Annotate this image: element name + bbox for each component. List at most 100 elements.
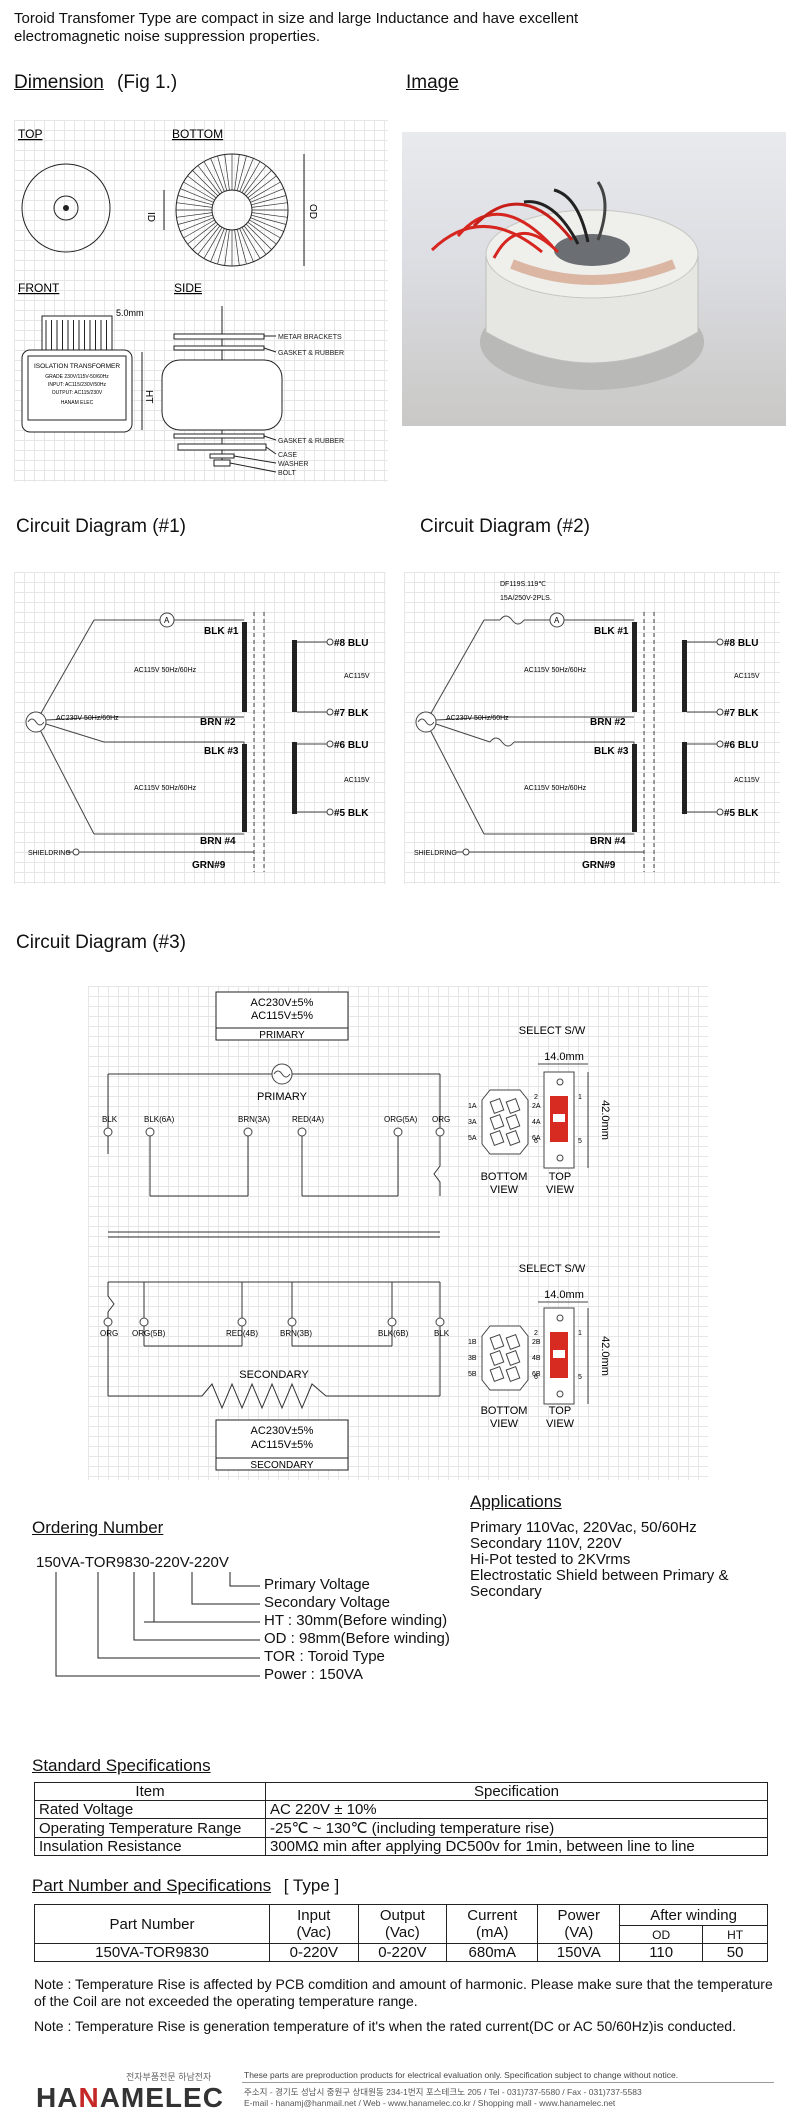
svg-text:BRN(3A): BRN(3A) — [238, 1115, 270, 1124]
image-title: Image — [406, 72, 459, 93]
table-header-row: Item Specification — [34, 1782, 768, 1801]
svg-text:BLK #1: BLK #1 — [594, 626, 629, 637]
winding-line — [192, 223, 219, 250]
winding-line — [236, 155, 247, 191]
table-cell: 0-220V — [269, 1943, 359, 1962]
svg-text:5B: 5B — [468, 1371, 477, 1378]
circuit2-diagram: DF119S.119℃ 15A/250V-2PLS. A AC230V 50Hz… — [404, 572, 780, 884]
winding-line — [250, 188, 284, 203]
label-bottom: BOTTOM — [172, 127, 223, 141]
winding-line — [243, 225, 267, 255]
application-line: Hi-Pot tested to 2KVrms — [470, 1551, 631, 1568]
svg-text:1: 1 — [578, 1330, 582, 1337]
toroid-hole — [554, 234, 630, 266]
svg-text:SHIELDRING: SHIELDRING — [414, 850, 457, 857]
table-cell: 300MΩ min after applying DC500v for 1min… — [265, 1837, 768, 1856]
winding-line — [247, 175, 277, 199]
header-spec: Specification — [265, 1782, 768, 1801]
winding-line — [217, 155, 228, 191]
winding-line — [187, 221, 217, 245]
svg-text:#7 BLK: #7 BLK — [724, 708, 759, 719]
svg-text:A: A — [164, 616, 170, 625]
ordering-item: Power : 150VA — [264, 1666, 363, 1683]
svg-text:BLK(6A): BLK(6A) — [144, 1115, 175, 1124]
svg-text:SELECT S/W: SELECT S/W — [519, 1025, 586, 1037]
svg-text:VIEW: VIEW — [490, 1184, 519, 1196]
circuit3-diagram: AC230V±5% AC115V±5% PRIMARY PRIMARY — [88, 986, 708, 1480]
svg-text:14.0mm: 14.0mm — [544, 1289, 584, 1301]
secondary-spec-box — [215, 1419, 349, 1471]
svg-text:BRN #4: BRN #4 — [200, 836, 236, 847]
table-cell: -25℃ ~ 130℃ (including temperature rise) — [265, 1818, 768, 1838]
svg-text:#6 BLU: #6 BLU — [334, 740, 368, 751]
header-current: Current(mA) — [446, 1904, 539, 1944]
winding-line — [217, 229, 228, 265]
applications-title: Applications — [470, 1492, 562, 1511]
footer-address: 주소지 - 경기도 성남시 중원구 상대원동 234-1번지 포스테크노 205… — [244, 2087, 642, 2097]
partnumber-type: [ Type ] — [283, 1876, 340, 1895]
svg-text:4B: 4B — [532, 1355, 541, 1362]
partnumber-heading: Part Number and Specifications [ Type ] — [32, 1876, 339, 1896]
svg-text:AC115V 50Hz/60Hz: AC115V 50Hz/60Hz — [134, 785, 197, 792]
ordering-item: OD : 98mm(Before winding) — [264, 1630, 450, 1647]
header-power: Power(VA) — [537, 1904, 621, 1944]
winding-line — [203, 161, 223, 193]
svg-text:6A: 6A — [532, 1135, 541, 1142]
winding-line — [210, 228, 225, 262]
svg-text:5A: 5A — [468, 1135, 477, 1142]
transformer-photo — [402, 132, 786, 426]
svg-text:DF119S.119℃: DF119S.119℃ — [500, 581, 546, 588]
circuit1-svg: A AC230V 50Hz/60Hz BLK #1 BRN #2 BLK #3 … — [25, 612, 370, 872]
svg-text:PRIMARY: PRIMARY — [257, 1091, 308, 1103]
applications-section: Applications Primary 110Vac, 220Vac, 50/… — [470, 1492, 790, 1600]
footer-divider — [242, 2082, 774, 2083]
svg-text:BLK #3: BLK #3 — [594, 746, 629, 757]
label-id: ID — [145, 212, 156, 222]
top-view-outer — [21, 163, 111, 253]
table-cell: 0-220V — [357, 1943, 448, 1962]
winding-line — [249, 219, 281, 239]
footer-disclaimer: These parts are preproduction products f… — [244, 2070, 679, 2080]
svg-text:ORG(5B): ORG(5B) — [132, 1329, 166, 1338]
svg-text:4A: 4A — [532, 1119, 541, 1126]
svg-text:PRIMARY: PRIMARY — [259, 1030, 305, 1041]
svg-text:ORG: ORG — [432, 1115, 450, 1124]
winding-line — [241, 227, 261, 259]
svg-text:BLK #3: BLK #3 — [204, 746, 239, 757]
table-cell: Rated Voltage — [34, 1800, 266, 1819]
photo-svg — [430, 181, 704, 390]
winding-line — [243, 165, 267, 195]
svg-text:AC230V±5%: AC230V±5% — [251, 1425, 314, 1437]
winding-line — [234, 229, 240, 266]
svg-text:42.0mm: 42.0mm — [599, 1336, 611, 1376]
svg-text:5: 5 — [578, 1374, 582, 1381]
label-top: TOP — [18, 127, 42, 141]
svg-text:6B: 6B — [532, 1371, 541, 1378]
side-view-labels: METAR BRACKETS GASKET & RUBBER GASKET & … — [229, 334, 344, 477]
ordering-leader-lines — [55, 1572, 260, 1677]
svg-text:#7 BLK: #7 BLK — [334, 708, 369, 719]
svg-text:WASHER: WASHER — [278, 461, 308, 468]
ordering-code: 150VA-TOR9830-220V-220V — [36, 1554, 229, 1571]
svg-text:RED(4B): RED(4B) — [226, 1329, 258, 1338]
svg-text:5: 5 — [578, 1138, 582, 1145]
svg-text:INPUT: AC115/230V/50Hz: INPUT: AC115/230V/50Hz — [48, 382, 106, 388]
application-line: Primary 110Vac, 220Vac, 50/60Hz — [470, 1519, 697, 1536]
fuse-icon — [499, 615, 525, 625]
circuit2-svg: DF119S.119℃ 15A/250V-2PLS. A AC230V 50Hz… — [414, 581, 760, 872]
svg-text:#5 BLK: #5 BLK — [334, 808, 369, 819]
svg-text:VIEW: VIEW — [546, 1418, 575, 1430]
winding-line — [224, 229, 230, 266]
svg-text:AC115V: AC115V — [734, 777, 760, 784]
winding-line — [245, 170, 272, 197]
svg-text:GASKET & RUBBER: GASKET & RUBBER — [278, 438, 344, 445]
applications-list: Primary 110Vac, 220Vac, 50/60Hz Secondar… — [470, 1520, 790, 1600]
winding-line — [251, 212, 288, 218]
svg-text:6: 6 — [534, 1138, 538, 1145]
dimension-heading: Dimension (Fig 1.) — [14, 72, 177, 94]
svg-text:GRN#9: GRN#9 — [192, 860, 226, 871]
svg-text:TOP: TOP — [549, 1171, 571, 1183]
dimension-svg: TOP BOTTOM FRONT SIDE ID OD ISOLATION TR… — [18, 127, 344, 477]
svg-text:SECONDARY: SECONDARY — [250, 1460, 313, 1471]
